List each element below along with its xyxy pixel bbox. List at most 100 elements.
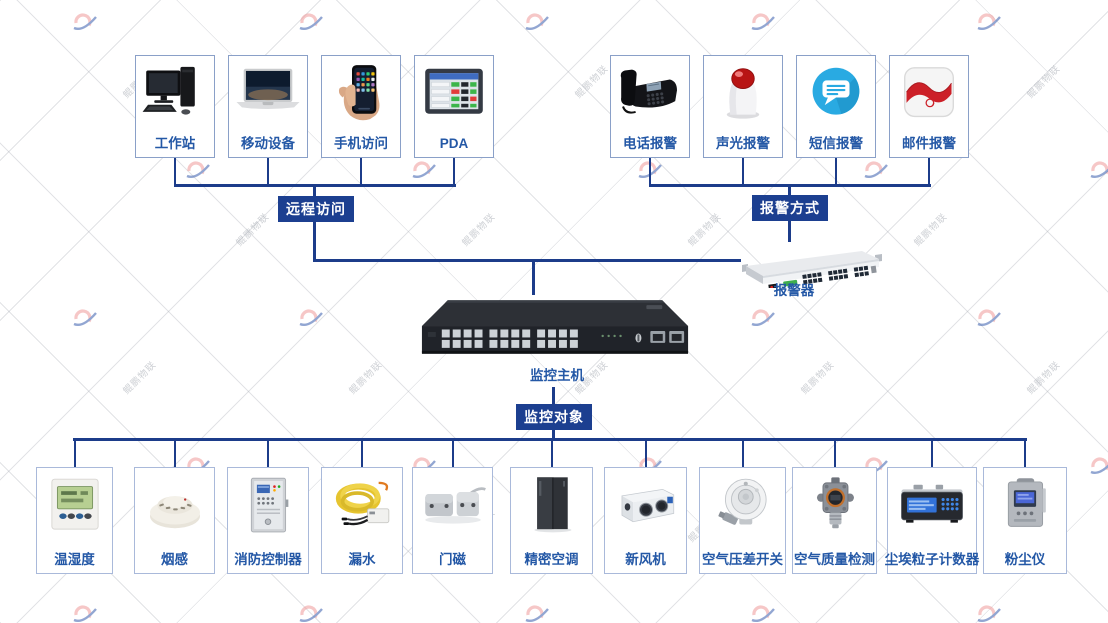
connector-line [267,438,269,467]
watermark-text: 鲲鹏物联 [1025,63,1063,101]
water-leak-image [335,481,390,526]
device-node-smoke-detector: 烟感 [134,467,215,574]
watermark-logo [72,12,98,32]
device-node-fire-controller: 消防控制器 [227,467,309,574]
watermark-logo [750,308,776,328]
watermark-text: 鲲鹏物联 [686,211,724,249]
connector-line [835,158,837,187]
device-node-workstation: 工作站 [135,55,215,158]
watermark-text: 鲲鹏物联 [573,63,611,101]
watermark-logo [298,12,324,32]
device-label: 精密空调 [524,551,579,567]
pressure-switch-image [717,478,767,525]
door-contact-image [424,487,486,524]
watermark-logo [524,604,550,623]
precision-ac-image [533,477,571,533]
device-node-email: 邮件报警 [889,55,969,158]
watermark-logo [1089,160,1108,180]
watermark-logo [524,12,550,32]
connector-line [361,438,363,467]
connector-line [928,158,930,187]
watermark-logo [1089,456,1108,476]
device-label: PDA [439,135,469,151]
pda-image [425,68,483,114]
device-node-water-leak: 漏水 [321,467,403,574]
watermark-logo [298,604,324,623]
device-label: 空气质量检测 [794,551,875,567]
watermark-text: 鲲鹏物联 [799,359,837,397]
connector-line [73,438,76,467]
connector-line [453,158,455,187]
temp-humidity-image [50,478,99,530]
watermark-text: 鲲鹏物联 [234,211,272,249]
watermark-text: 鲲鹏物联 [460,211,498,249]
device-label: 声光报警 [716,135,770,151]
device-node-pressure-switch: 空气压差开关 [699,467,786,574]
device-node-fresh-air-unit: 新风机 [604,467,687,574]
watermark-logo [863,160,889,180]
device-node-dust-meter: 粉尘仪 [983,467,1067,574]
air-quality-sensor-image [816,477,854,529]
device-label: 漏水 [348,551,376,567]
device-node-air-quality-sensor: 空气质量检测 [792,467,877,574]
watermark-text: 鲲鹏物联 [1025,359,1063,397]
watermark-logo [750,604,776,623]
device-label: 粉尘仪 [1004,551,1046,567]
connector-line [267,158,269,187]
device-node-precision-ac: 精密空调 [510,467,593,574]
connector-line [73,438,1027,441]
connector-line [173,184,456,187]
device-label: 移动设备 [241,135,295,151]
watermark-logo [185,160,211,180]
device-node-desk-phone: 电话报警 [610,55,690,158]
device-node-pda: PDA [414,55,494,158]
connector-main-horizontal [313,259,741,262]
connector-line [1024,438,1026,467]
alarm-unit-image [736,238,886,291]
monitor-host-image [412,296,700,364]
monitor-host-label: 监控主机 [530,368,584,383]
connector-line [451,438,454,467]
device-label: 消防控制器 [234,551,302,567]
connector-line [741,438,744,467]
connector-host-drop [532,259,535,295]
device-label: 烟感 [161,551,188,567]
watermark-logo [72,604,98,623]
watermark-logo [750,12,776,32]
connector-line [931,438,933,467]
device-label: 手机访问 [334,135,388,151]
connector-line [644,438,647,467]
watermark-logo [976,604,1002,623]
connector-line [742,158,744,187]
device-label: 工作站 [154,135,196,151]
device-node-particle-counter: 尘埃粒子计数器 [884,467,980,574]
connector-line [648,184,931,187]
device-node-door-contact: 门磁 [412,467,493,574]
smoke-detector-image [149,496,200,529]
fresh-air-unit-image [621,488,674,523]
device-label: 门磁 [439,551,466,567]
laptop-image [236,68,300,109]
switch-24-image [421,300,689,354]
desk-phone-image [620,69,677,114]
device-label: 新风机 [625,551,666,567]
watermark-text: 鲲鹏物联 [347,359,385,397]
connector-line [649,158,651,187]
workstation-image [142,66,195,115]
device-label: 短信报警 [809,135,863,151]
connector-remote-drop [313,184,316,262]
watermark-logo [976,12,1002,32]
connector-line [550,438,553,467]
watermark-logo [72,308,98,328]
device-label: 邮件报警 [902,135,956,151]
phone-hand-image [338,65,380,121]
device-node-laptop: 移动设备 [228,55,308,158]
watermark-logo [411,160,437,180]
connector-line [833,438,836,467]
alarm-rack-image [742,251,882,291]
watermark-text: 鲲鹏物联 [912,211,950,249]
dust-meter-image [1007,478,1046,527]
device-label: 尘埃粒子计数器 [884,551,980,567]
particle-counter-image [901,484,963,523]
